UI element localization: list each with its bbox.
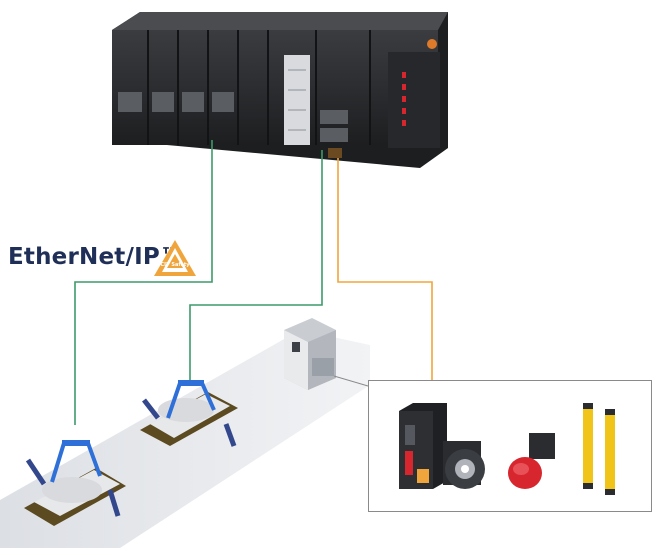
robot-station-1 xyxy=(24,440,126,526)
robot-station-2 xyxy=(140,380,238,447)
servo-motor xyxy=(443,441,485,489)
emergency-stop xyxy=(508,433,555,489)
cip-safety-label: CIP Safety xyxy=(160,262,190,268)
ethernet-ip-text: EtherNet/IP xyxy=(8,244,160,270)
light-curtain xyxy=(583,403,615,495)
gateway-cabinet xyxy=(284,318,336,390)
link-robot-1 xyxy=(74,140,213,425)
cip-safety-icon xyxy=(154,240,196,276)
device-group-canvas xyxy=(399,403,615,495)
safety-device-group xyxy=(368,380,652,512)
controller-rack xyxy=(112,12,448,168)
link-safety-devices xyxy=(337,158,433,385)
cip-safety-badge: CIP Safety xyxy=(152,238,198,278)
link-robot-2 xyxy=(189,150,323,382)
servo-drive xyxy=(399,403,447,489)
